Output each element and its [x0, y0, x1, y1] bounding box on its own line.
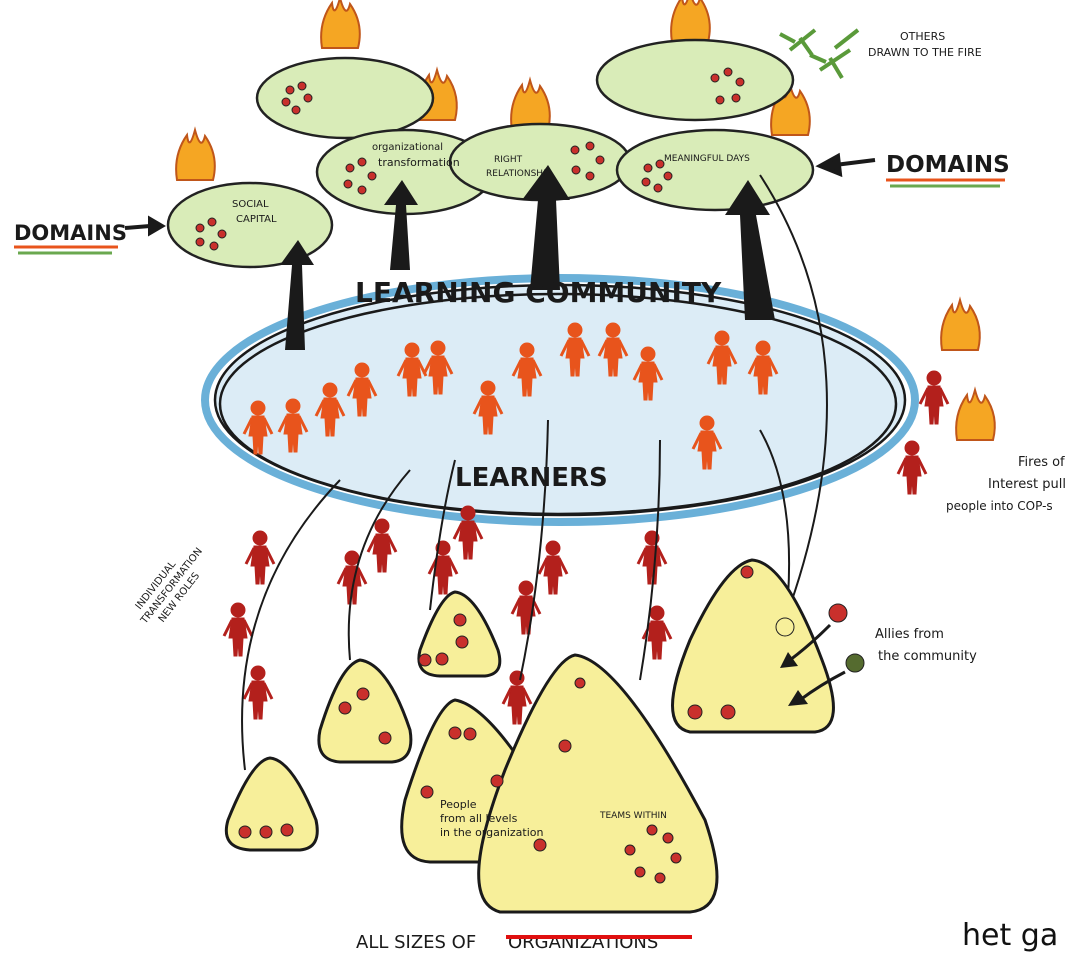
- others-label-line2: DRAWN TO THE FIRE: [868, 46, 982, 59]
- others-figures: [779, 28, 860, 80]
- caption-text: het ga: [962, 918, 1059, 953]
- others-label-line1: OTHERS: [900, 30, 945, 43]
- domain-social-line1: SOCIAL: [232, 199, 269, 210]
- all-sizes-label: ALL SIZES OF: [356, 932, 476, 953]
- allies-line1: Allies from: [875, 627, 944, 642]
- fires-line2: Interest pull: [988, 477, 1066, 492]
- growth-arrows: [280, 165, 775, 350]
- domain-pointer-arrows: [124, 152, 876, 237]
- domain-top-left: [255, 56, 435, 140]
- allies: [775, 603, 865, 706]
- domain-meaningful-days: [615, 128, 815, 212]
- learning-community-cloud: [201, 274, 919, 526]
- fires-line1: Fires of: [1018, 455, 1065, 470]
- domain-org-line1: organizational: [372, 142, 443, 153]
- people-line3: in the organization: [440, 826, 543, 839]
- domains-label-right: DOMAINS: [886, 152, 1010, 178]
- domain-right-line1: RIGHT: [494, 155, 523, 165]
- domain-meaningful-days: MEANINGFUL DAYS: [664, 154, 750, 164]
- domain-dot-clusters: [195, 67, 745, 251]
- domains-underlines: [14, 178, 1005, 255]
- teams-within-label: TEAMS WITHIN: [599, 811, 667, 821]
- triangle-dots: [238, 565, 754, 852]
- domain-right-line2: RELATIONSHIP: [486, 169, 552, 179]
- domains-label-left: DOMAINS: [14, 221, 127, 245]
- people-line2: from all levels: [440, 812, 518, 825]
- domain-social-line2: CAPITAL: [236, 214, 277, 225]
- domain-social-capital: [166, 181, 334, 269]
- fires-line3: people into COP-s: [946, 499, 1053, 513]
- organization-triangles: [224, 558, 835, 914]
- org-small-2: [317, 658, 413, 764]
- people-line1: People: [440, 798, 477, 811]
- allies-line2: the community: [878, 649, 977, 664]
- org-right: [671, 558, 835, 734]
- pull-arrows: [241, 174, 828, 771]
- domain-top-right: [595, 38, 795, 122]
- teams-circle: [624, 824, 682, 884]
- domain-org-line2: transformation: [378, 156, 460, 169]
- individual-label: INDIVIDUAL TRANSFORMATION NEW ROLES: [134, 546, 205, 627]
- org-small-1: [224, 756, 319, 852]
- learning-community-title: LEARNING COMMUNITY: [355, 276, 722, 309]
- learners-title: LEARNERS: [455, 463, 608, 493]
